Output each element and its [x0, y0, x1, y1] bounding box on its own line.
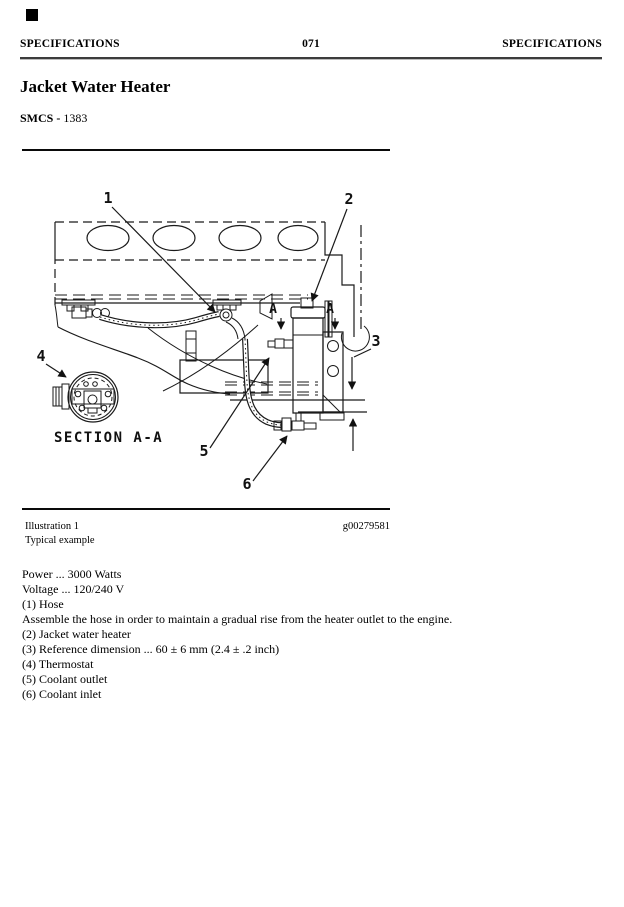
- figure-callouts: 1 2 3 4 5 6: [36, 189, 380, 493]
- section-marker-a-right: A: [326, 302, 334, 317]
- page-header: SPECIFICATIONS 071 SPECIFICATIONS: [20, 38, 602, 50]
- callout-3: 3: [371, 332, 380, 350]
- spec-line-thermostat: (4) Thermostat: [22, 657, 94, 671]
- section-title: SECTION A-A: [54, 430, 163, 446]
- header-right: SPECIFICATIONS: [502, 38, 602, 50]
- figure-bottom-rule: [22, 508, 390, 510]
- caption-code: g00279581: [342, 521, 390, 532]
- page-number: 071: [302, 38, 320, 50]
- section-cut-markers: A A: [269, 302, 340, 330]
- manifold-fittings: [62, 294, 272, 339]
- callout-4: 4: [36, 347, 45, 365]
- callout-1: 1: [103, 189, 112, 207]
- spec-line-coolant-outlet: (5) Coolant outlet: [22, 672, 108, 686]
- header-rule: [20, 57, 602, 60]
- callout-6: 6: [242, 475, 251, 493]
- figure-top-rule: [22, 149, 390, 151]
- scan-registration-mark: [26, 9, 38, 21]
- smcs-value: 1383: [63, 111, 88, 125]
- spec-line-power: Power ... 3000 Watts: [22, 567, 122, 581]
- spec-list: Power ... 3000 Watts Voltage ... 120/240…: [22, 567, 607, 702]
- spec-line-reference-dimension: (3) Reference dimension ... 60 ± 6 mm (2…: [22, 642, 280, 656]
- spec-line-coolant-inlet: (6) Coolant inlet: [22, 687, 102, 701]
- smcs-label: SMCS -: [20, 111, 61, 125]
- callout-2: 2: [344, 190, 353, 208]
- section-a-a-view: SECTION A-A: [53, 372, 163, 446]
- engine-block-outline: [55, 222, 361, 337]
- spec-line-hose: (1) Hose: [22, 597, 64, 611]
- coolant-hoses: [100, 314, 281, 425]
- engine-lower-contour: [55, 305, 367, 412]
- spec-line-hose-note: Assemble the hose in order to maintain a…: [22, 612, 453, 626]
- header-left: SPECIFICATIONS: [20, 38, 120, 50]
- spec-line-heater: (2) Jacket water heater: [22, 627, 131, 641]
- caption-subtitle: Typical example: [25, 535, 95, 546]
- section-marker-a-left: A: [269, 302, 277, 317]
- caption-label: Illustration 1: [25, 521, 79, 532]
- coolant-inlet-fitting: [274, 413, 316, 431]
- engine-illustration: A A: [36, 189, 380, 493]
- callout-5: 5: [199, 442, 208, 460]
- smcs-line: SMCS - 1383: [20, 111, 87, 126]
- page-title: Jacket Water Heater: [20, 77, 171, 96]
- heater-assembly: [268, 298, 369, 420]
- figure-caption: Illustration 1 g00279581 Typical example: [25, 521, 390, 546]
- spec-line-voltage: Voltage ... 120/240 V: [22, 582, 125, 596]
